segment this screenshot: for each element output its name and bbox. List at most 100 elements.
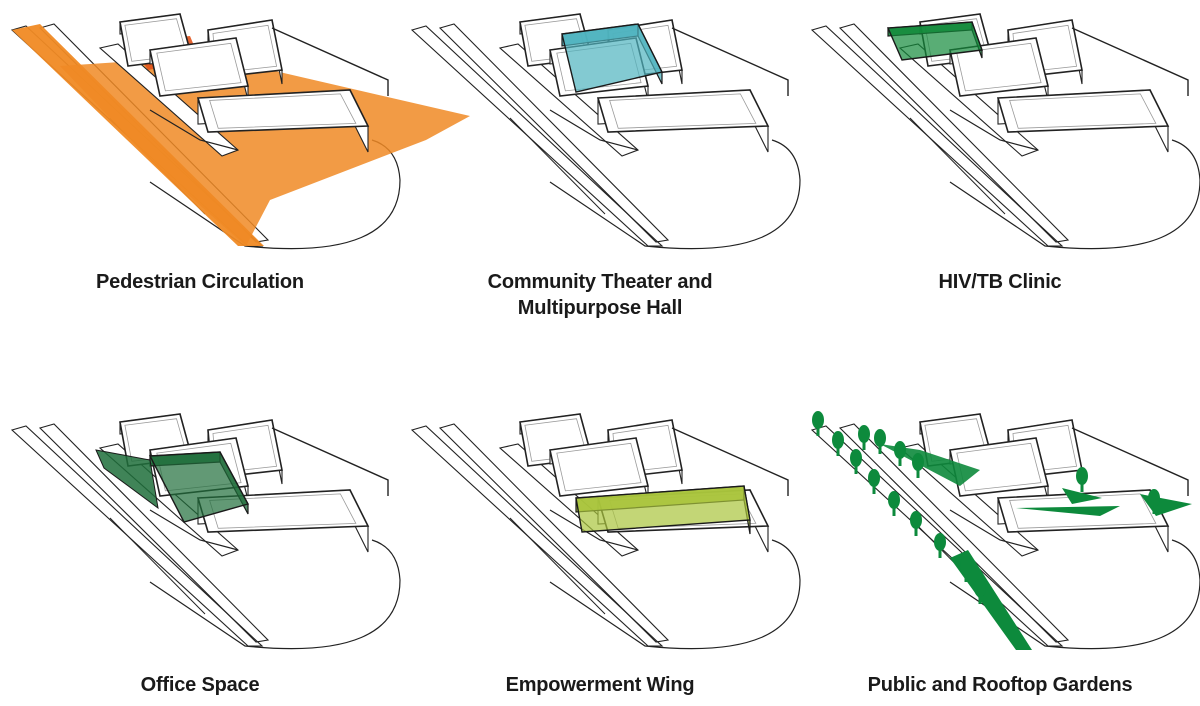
canopy-edge [1071,27,1189,96]
tree-icon [1076,467,1088,492]
caption-office-space: Office Space [140,674,260,696]
tree-icon [850,449,862,474]
entry-edge [949,109,1039,151]
garden-strip [950,550,1032,650]
theater-block-rim [956,42,1042,92]
site-base [410,23,801,250]
south-block-roof [596,89,770,133]
massing-diagram-gardens [810,411,1200,650]
tree-icon [912,453,924,478]
plaza-outline [949,539,1200,650]
canopy-edge [1071,427,1189,496]
clinic-highlight-top [886,21,983,61]
tree-canopy [912,453,924,471]
theater-block-roof [949,37,1049,97]
street-strip [438,423,670,643]
theater-block-roof [549,437,649,497]
tree-canopy [812,411,824,429]
site-base [10,423,401,650]
tree-canopy [894,441,906,459]
tree-icon [1148,489,1160,514]
caption-hiv-tb-clinic: HIV/TB Clinic [938,271,1062,293]
south-block-roof [996,89,1170,133]
street-strip [38,423,270,643]
tree-canopy [832,431,844,449]
tree-icon [910,511,922,536]
caption-pedestrian-circulation: Pedestrian Circulation [96,271,304,293]
entry-edge [949,509,1039,551]
panel-hiv-tb-clinic: HIV/TB Clinic [800,0,1200,353]
tree-canopy [850,449,862,467]
tree-icon [960,557,972,582]
tree-canopy [874,429,886,447]
building-massing [98,13,389,157]
theater-highlight-top [561,23,664,93]
street-strip [410,25,664,247]
plaza-outline [549,539,801,650]
massing-diagram-office [10,413,401,650]
tree-canopy [910,511,922,529]
tree-icon [894,441,906,466]
plaza-outline [149,539,401,650]
office-highlight [148,451,250,523]
tree-canopy [1148,489,1160,507]
office-highlight-top [148,451,250,523]
entry-edge [549,509,639,551]
tree-canopy [934,533,946,551]
caption-community-theater: Community Theater and Multipurpose Hall [487,271,713,319]
panel-pedestrian-circulation: Pedestrian Circulation [0,0,470,353]
south-block-rim [209,493,357,529]
canopy-edge [671,427,789,496]
south-block-roof [196,89,370,133]
caption-empowerment-wing: Empowerment Wing [505,674,695,696]
caption-public-rooftop-gardens: Public and Rooftop Gardens [867,674,1133,696]
plaza-outline [549,139,801,250]
street-strip [838,423,1070,643]
south-block-rim [1009,493,1157,529]
massing-diagram-empowerment [410,413,801,650]
tree-icon [812,411,824,436]
wing-highlight [575,485,751,535]
panel-public-rooftop-gardens: Public and Rooftop Gardens [800,400,1200,706]
street-strip [838,23,1070,243]
site-base [410,423,801,650]
tree-canopy [1076,467,1088,485]
panel-empowerment-wing: Empowerment Wing [400,400,801,706]
site-base [810,23,1200,250]
tree-icon [974,579,986,604]
street-edge [909,117,1006,215]
massing-diagram-pedestrian [10,13,470,250]
street-edge [109,517,206,615]
canopy-edge [671,27,789,96]
tree-canopy [974,579,986,597]
tree-icon [868,469,880,494]
tree-canopy [888,491,900,509]
entry-edge [549,109,639,151]
court-planting [1062,488,1102,504]
theater-block-rim [556,442,642,492]
entry-edge [149,109,239,151]
panel-community-theater: Community Theater and Multipurpose Hall [400,0,801,353]
theater-highlight [561,23,664,93]
tree-icon [832,431,844,456]
plaza-planting [1016,506,1120,516]
tree-canopy [858,425,870,443]
street-edge [509,517,606,615]
entry-edge [149,509,239,551]
street-strip [10,425,264,647]
massing-diagram-clinic [810,13,1200,250]
clinic-highlight [886,21,983,61]
tree-icon [858,425,870,450]
tree-icon [874,429,886,454]
theater-block-rim [156,42,242,92]
south-block-rim [209,93,357,129]
wing-highlight-top [575,485,751,533]
tree-icon [934,533,946,558]
canopy-edge [271,27,389,96]
canopy-edge [271,427,389,496]
theater-block-roof [149,37,249,97]
street-strip [810,25,1064,247]
tree-canopy [868,469,880,487]
street-edge [509,117,606,215]
